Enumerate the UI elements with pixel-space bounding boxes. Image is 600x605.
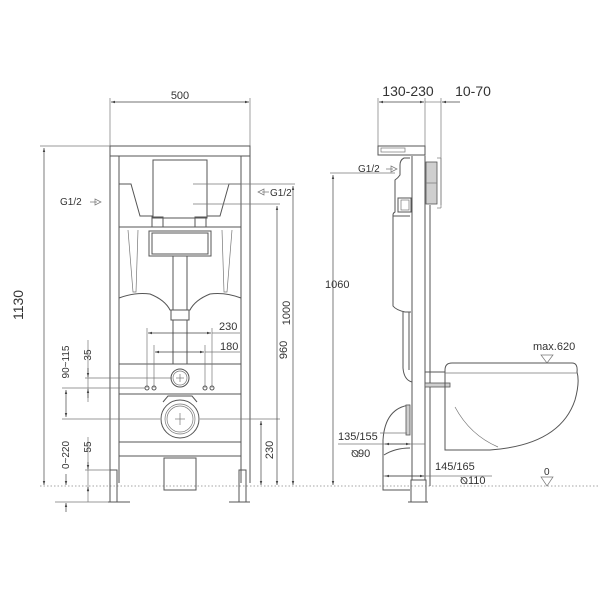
dim-55: 55 [83,441,94,453]
dim-35: 35 [83,349,94,361]
dim-1060: 1060 [325,279,349,291]
floor-level-label: 0 [544,467,550,478]
dim-1000: 1000 [281,301,293,325]
dim-0-220: 0~220 [61,441,72,470]
max-height-label: max.620 [533,341,575,353]
diameter-90-symbol: ⦰ [351,449,359,460]
dim-total-height-1130: 1130 [10,290,26,320]
dim-10-70: 10-70 [455,83,491,99]
dim-90-115: 90~115 [61,345,72,378]
side-inlet-label: G1/2 [358,164,380,175]
dim-145-165: 145/165 [435,461,475,473]
dim-135-155: 135/155 [338,431,378,443]
dim-width-500: 500 [171,90,189,102]
dim-230-horizontal: 230 [219,321,237,333]
inlet-right-label: G1/2 [270,188,292,199]
inlet-left-label: G1/2 [60,197,82,208]
dim-130-230: 130-230 [382,83,434,99]
dim-diameter-90: 90 [358,448,370,460]
diameter-110-symbol: ⦰ [460,476,468,487]
dim-960: 960 [278,341,290,359]
dim-diameter-110: 110 [468,475,486,487]
side-view: 130-230 10-70 G1/2 1060 [325,83,579,503]
dim-180: 180 [220,341,238,353]
dim-230-vertical: 230 [264,441,276,459]
front-view: 500 [10,90,295,512]
